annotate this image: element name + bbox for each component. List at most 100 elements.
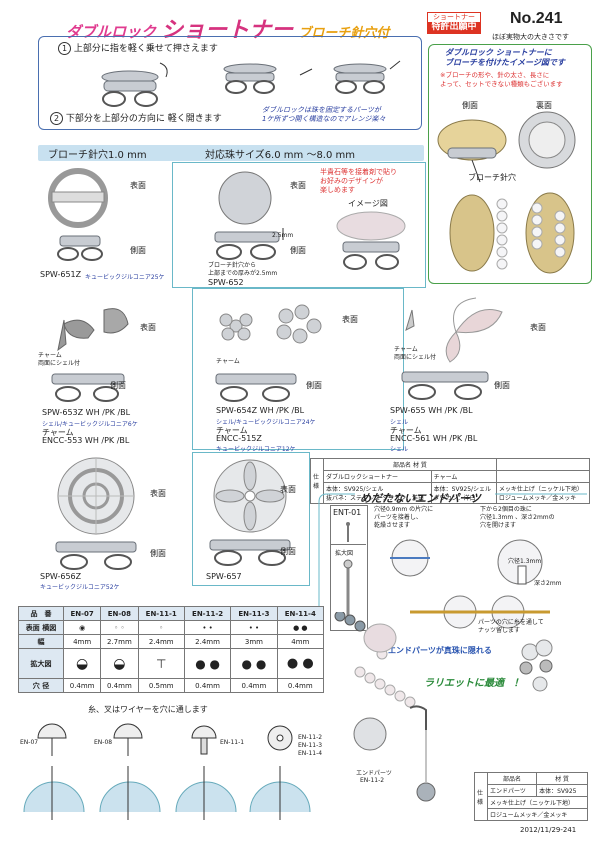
image-box-title: ダブルロック ショートナーに ブローチを付けたイメージ図です (445, 48, 565, 68)
thread-diagram (23, 723, 311, 820)
spec-hole-0: 0.4mm (62, 678, 102, 693)
spec-zoom-1: ◒ (100, 648, 139, 679)
zoom-1-icon: ◒ (113, 655, 126, 672)
spw654-encc: ENCC-515Z (216, 434, 262, 443)
spw657-front: 表面 (280, 485, 296, 494)
patent-badge: ショートナー 特許出願中 (427, 12, 481, 34)
spw654-note: シェル/キュービックジルコニア24ケ (216, 419, 316, 426)
spec-code-2: EN-11-1 (137, 606, 185, 621)
diag-en113: EN-11-3 (298, 742, 323, 749)
step-1-number: 1 (58, 42, 71, 55)
spec-hole-5: 0.4mm (276, 678, 325, 693)
ent-desc2-1: 下から2個目の珠に (480, 506, 532, 513)
lariat-text: ラリエットに最適 (424, 678, 504, 689)
pearl-note-1: 半貴石等を接着剤で貼り (320, 168, 397, 176)
spw651-note: キュービックジルコニア25ケ (85, 274, 165, 281)
spw655-charm2: チャーム (390, 426, 422, 435)
brooch-hole-label: ブローチ針穴 (468, 173, 516, 182)
material-r2: 本体：SV925/シェル抜バネ：ステンレス ダワカン：洋白 (323, 482, 432, 504)
lariat-illustration (334, 612, 553, 802)
zoom-5-icon: ● ● (286, 656, 314, 671)
hole-dia: 穴径1.3mm (508, 558, 542, 565)
ent-desc-3: 乾燥させます (374, 522, 411, 529)
spw653-illustration (51, 308, 129, 402)
spw657-side: 側面 (280, 547, 296, 556)
step-2: 2 下部分を上部分の方向に 軽く開きます (50, 111, 222, 125)
product-frame-6 (192, 452, 310, 586)
spw654-front: 表面 (342, 315, 358, 324)
spec-hole-2: 0.5mm (137, 678, 185, 693)
spec-hole-4: 0.4mm (230, 678, 278, 693)
spw652-note-1: ブローチ針穴から (208, 262, 257, 269)
material-r1-name: ダブルロックショートナー (323, 470, 432, 483)
image-back-label: 裏面 (536, 101, 552, 110)
spec-code-4: EN-11-3 (230, 606, 278, 621)
spw653-front: 表面 (140, 323, 156, 332)
spec-width-3: 2.4mm (183, 634, 232, 649)
material-r3-d: ロジュームメッキ／金メッキ (498, 495, 577, 502)
image-box-title-1: ダブルロック ショートナーに (445, 48, 552, 57)
step-1: 1 上部分に指を軽く乗せて押さえます (58, 41, 218, 55)
material-r1-charm: チャーム (430, 470, 497, 483)
image-box-note: ※ブローチの形や、針の太さ、長さに よって、セットできない種類もございます (440, 71, 563, 89)
spec-view-2: ◦ (137, 620, 185, 635)
image-box-note-2: よって、セットできない種類もございます (440, 80, 563, 88)
image-label: イメージ図 (348, 199, 388, 208)
material-r2b: 本体：SV925/シェルダワカン：洋白 (430, 482, 497, 504)
spw652-illustration (214, 171, 284, 260)
spec-view-5: ● ● (276, 620, 325, 635)
material-r3-a: 抜バネ：ステンレス (326, 495, 381, 502)
ent-desc2-3: 穴を開けます (480, 522, 517, 529)
spw655-charm-note: 両面にシェル付 (394, 354, 437, 361)
bt-side: 仕様 (474, 772, 488, 821)
product-frame-4 (192, 288, 404, 450)
spw653-code: SPW-653Z WH /PK /BL (42, 408, 131, 417)
spw654-illustration (215, 304, 322, 402)
pearl-note-2: お好みのデザインが (320, 177, 383, 185)
spw654-encc-note: キュービックジルコニア12ケ (216, 446, 296, 453)
pearl-note-3: 楽しめます (320, 186, 355, 194)
spec-table: 品 番 EN-07 EN-08 EN-11-1 EN-11-2 EN-11-3 … (18, 606, 325, 693)
ent-desc2: 下から2個目の珠に 穴径1.3mm 、深さ2mmの 穴を開けます (480, 506, 555, 530)
spec-band (38, 145, 424, 161)
spec-zoom-3: ● ● (183, 648, 232, 679)
insert-note-2: ナッツ留します (478, 627, 521, 634)
double-lock-note-line1: ダブルロックは珠を固定するパーツが (262, 106, 381, 114)
spw651-side: 側面 (130, 246, 146, 255)
spw653-charm-label: チャーム (38, 352, 62, 359)
clasp-1-icon (101, 62, 168, 107)
spec-view-1: ◦ ◦ (100, 620, 139, 635)
view-2-icon: ◦ (159, 623, 164, 632)
spw654-charm: チャーム (216, 358, 240, 365)
spec-width-4: 3mm (230, 634, 278, 649)
spec-width-1: 2.7mm (100, 634, 139, 649)
diag-en07: EN-07 (20, 739, 39, 746)
material-table-2: 仕様 部品名 材 質 エンドパーツ 本体：SV925 メッキ仕上げ（ニッケル下地… (474, 772, 588, 821)
ent-desc-2: パーツを接着し、 (374, 514, 422, 521)
material-h-material-text: 材 質 (412, 462, 427, 469)
step-1-text: 上部分に指を軽く乗せて押さえます (73, 44, 218, 54)
spw654-charm2: チャーム (216, 426, 248, 435)
spw651-front: 表面 (130, 181, 146, 190)
spec-view-0: ◉ (62, 620, 102, 635)
pearl-drill-illustration (390, 539, 550, 629)
spec-code-3: EN-11-2 (183, 606, 232, 621)
material-r2-b: 本体：SV925/シェル (433, 486, 492, 493)
spec-row-width: 幅 (18, 634, 64, 649)
spw655-side: 側面 (494, 381, 510, 390)
clasp-3-icon (333, 63, 387, 94)
spec-width-2: 2.4mm (137, 634, 185, 649)
spw655-encc: ENCC-561 WH /PK /BL (390, 434, 478, 443)
material-r3-b: ダワカン：洋白 (381, 495, 424, 502)
material-r1-spacer (495, 470, 591, 483)
material-h-name: 部品名 材 質 (323, 458, 497, 471)
zoom-4-icon: ● ● (241, 656, 267, 671)
rose-stone-illustration (336, 211, 406, 270)
bt-r2: メッキ仕上げ（ニッケル下地） (487, 796, 588, 809)
zoom-3-icon: ● ● (195, 656, 220, 671)
spw652-front: 表面 (290, 181, 306, 190)
ent-desc: 穴径0.9mm の片穴に パーツを接着し、 乾燥させます (374, 506, 433, 530)
bt-r1-name: エンドパーツ (486, 784, 538, 797)
spw653-charm2: チャーム (42, 428, 74, 437)
view-0-icon: ◉ (79, 623, 86, 632)
